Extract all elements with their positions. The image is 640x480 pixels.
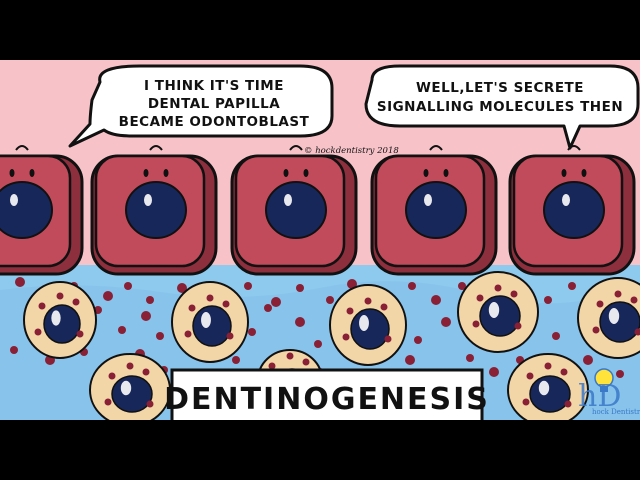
signal-molecule-dot — [141, 311, 151, 321]
signal-molecule-dot — [544, 296, 552, 304]
papilla-nucleus — [43, 304, 81, 344]
papilla-cell — [329, 284, 407, 366]
eye-icon — [443, 169, 449, 177]
papilla-nucleus — [192, 305, 232, 347]
eye-icon — [143, 169, 149, 177]
papilla-nucleus — [599, 301, 640, 343]
title-text: DENTINOGENESIS — [164, 382, 490, 417]
eye-icon — [561, 169, 567, 177]
speech-left-line-2: DENTAL PAPILLA — [148, 96, 280, 112]
logo-tagline: hock Dentistry — [592, 408, 640, 416]
eye-icon — [423, 169, 429, 177]
signal-molecule-dot — [124, 282, 132, 290]
papilla-cell — [507, 353, 589, 420]
signal-molecule-dot — [118, 326, 126, 334]
eye-icon — [29, 169, 35, 177]
dental-papilla-cells — [23, 271, 640, 420]
eye-icon — [163, 169, 169, 177]
signal-molecule-dot — [296, 284, 304, 292]
papilla-nucleus — [479, 295, 521, 337]
signal-molecule-dot — [248, 328, 256, 336]
odontoblast-cell — [230, 145, 358, 276]
signal-molecule-dot — [408, 282, 416, 290]
odontoblast-nucleus — [265, 181, 327, 239]
signal-molecule-dot — [10, 346, 18, 354]
signal-molecule-dot — [146, 296, 154, 304]
signal-molecule-dot — [244, 282, 252, 290]
signal-molecule-dot — [405, 355, 415, 365]
speech-bubble-left: I THINK IT'S TIME DENTAL PAPILLA BECAME … — [68, 64, 334, 148]
signal-molecule-dot — [458, 282, 466, 290]
signal-molecule-dot — [295, 317, 305, 327]
signal-molecule-dot — [414, 336, 422, 344]
odontoblast-nucleus — [0, 181, 53, 239]
speech-bubble-right: WELL,LET'S SECRETE SIGNALLING MOLECULES … — [364, 64, 640, 150]
papilla-cell — [457, 271, 539, 353]
odontoblast-cell — [0, 145, 84, 276]
signal-molecule-dot — [326, 296, 334, 304]
signal-molecule-dot — [466, 354, 474, 362]
papilla-cell — [171, 281, 249, 363]
papilla-nucleus — [111, 375, 153, 413]
papilla-nucleus — [529, 375, 571, 413]
signal-molecule-dot — [156, 332, 164, 340]
eye-icon — [581, 169, 587, 177]
odontoblast-cell — [508, 145, 636, 276]
signal-molecule-dot — [314, 340, 322, 348]
papilla-nucleus — [350, 308, 390, 350]
signal-molecule-dot — [177, 283, 187, 293]
odontoblast-nucleus — [543, 181, 605, 239]
signal-molecule-dot — [103, 291, 113, 301]
title-box: DENTINOGENESIS — [164, 368, 490, 420]
signal-molecule-dot — [583, 355, 593, 365]
odontoblast-nucleus — [125, 181, 187, 239]
signal-molecule-dot — [552, 332, 560, 340]
odontoblast-nucleus — [405, 181, 467, 239]
odontoblast-cell — [370, 145, 498, 276]
copyright-text: © hockdentistry 2018 — [304, 146, 399, 156]
signal-molecule-dot — [431, 295, 441, 305]
speech-left-line-1: I THINK IT'S TIME — [144, 78, 284, 94]
eye-icon — [303, 169, 309, 177]
speech-right-line-2: SIGNALLING MOLECULES THEN — [377, 99, 623, 115]
comic-panel: I THINK IT'S TIME DENTAL PAPILLA BECAME … — [0, 60, 640, 420]
signal-molecule-dot — [232, 356, 240, 364]
signal-molecule-dot — [616, 370, 624, 378]
odontoblast-cell — [90, 145, 218, 276]
logo-letters: hD — [578, 379, 621, 414]
eye-icon — [9, 169, 15, 177]
papilla-cell — [577, 277, 640, 359]
speech-left-line-3: BECAME ODONTOBLAST — [119, 114, 310, 130]
signal-molecule-dot — [441, 317, 451, 327]
eye-icon — [283, 169, 289, 177]
signal-molecule-dot — [15, 277, 25, 287]
papilla-cell — [89, 353, 171, 420]
odontoblast-row — [0, 145, 636, 276]
signal-molecule-dot — [271, 297, 281, 307]
speech-right-line-1: WELL,LET'S SECRETE — [416, 80, 584, 96]
papilla-cell — [23, 281, 97, 359]
signal-molecule-dot — [489, 367, 499, 377]
signal-molecule-dot — [264, 304, 272, 312]
signal-molecule-dot — [568, 282, 576, 290]
hock-dentistry-logo: hD hock Dentistry — [578, 368, 640, 416]
